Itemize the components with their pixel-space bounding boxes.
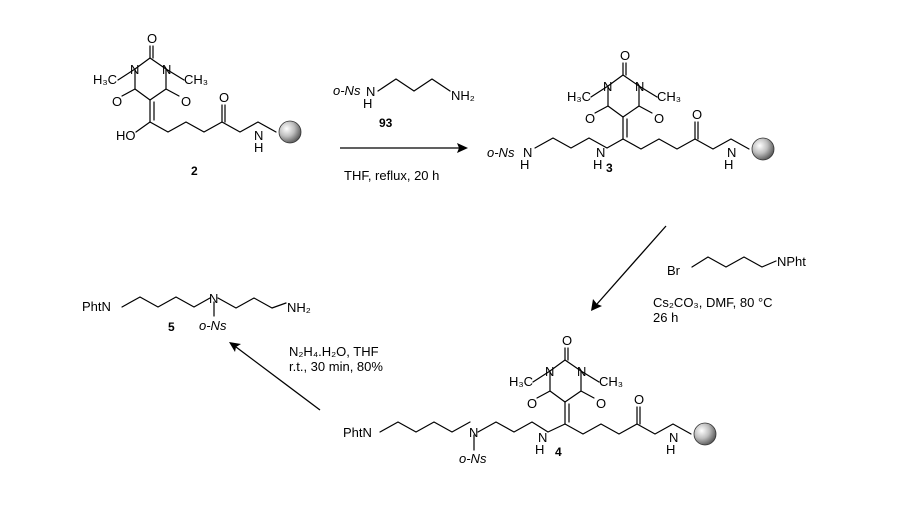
atom-n: N [162, 62, 171, 77]
atom-o: O [527, 396, 537, 411]
atom-h3c: H₃C [567, 89, 591, 104]
atom-n: N [209, 291, 218, 306]
atom-h: H [535, 442, 544, 457]
atom-o: O [562, 333, 572, 348]
atom-o: O [112, 94, 122, 109]
conditions-step-2-line-1: Cs₂CO₃, DMF, 80 °C [653, 295, 773, 310]
atom-n: N [523, 145, 532, 160]
atom-nh2: NH₂ [451, 88, 475, 103]
atom-o: O [634, 392, 644, 407]
atom-ons: o-Ns [459, 451, 487, 466]
atom-h: H [520, 157, 529, 172]
atom-phtn: PhtN [82, 299, 111, 314]
reaction-arrow-3 [229, 342, 321, 411]
atom-n: N [366, 84, 375, 99]
atom-n: N [538, 430, 547, 445]
atom-br: Br [667, 263, 681, 278]
atom-n: N [130, 62, 139, 77]
reaction-arrow-2 [591, 225, 667, 311]
atom-ch3: CH₃ [184, 72, 208, 87]
atom-h3c: H₃C [93, 72, 117, 87]
atom-n: N [669, 430, 678, 445]
atom-n: N [254, 128, 263, 143]
compound-3: O H₃C N N CH₃ O O O o-Ns N H N H N H 3 [487, 48, 775, 175]
reaction-arrow-1 [340, 143, 468, 153]
compound-2-label: 2 [191, 164, 198, 178]
atom-n: N [545, 364, 554, 379]
resin-bead-icon [751, 137, 775, 161]
conditions-step-2-line-2: 26 h [653, 310, 678, 325]
atom-ch3: CH₃ [657, 89, 681, 104]
compound-4: O H₃C N N CH₃ O O O PhtN N o-Ns N H N H … [343, 333, 717, 466]
atom-npht: NPht [777, 254, 806, 269]
atom-h3c: H₃C [509, 374, 533, 389]
atom-ch3: CH₃ [599, 374, 623, 389]
resin-bead-icon [693, 422, 717, 446]
atom-h: H [724, 157, 733, 172]
atom-o: O [585, 111, 595, 126]
conditions-step-1: THF, reflux, 20 h [344, 168, 439, 183]
atom-ons: o-Ns [333, 83, 361, 98]
compound-5: PhtN N NH₂ o-Ns 5 [82, 291, 311, 334]
atom-h: H [363, 96, 372, 111]
compound-5-label: 5 [168, 320, 175, 334]
atom-n: N [727, 145, 736, 160]
atom-n: N [635, 79, 644, 94]
atom-o: O [147, 31, 157, 46]
atom-o: O [654, 111, 664, 126]
resin-bead-icon [278, 120, 302, 144]
atom-ho: HO [116, 128, 136, 143]
reagent-bromobutyl-phthalimide: Br NPht [667, 254, 806, 278]
atom-o: O [219, 90, 229, 105]
atom-h: H [254, 140, 263, 155]
atom-n: N [577, 364, 586, 379]
compound-93-label: 93 [379, 116, 393, 130]
atom-o: O [181, 94, 191, 109]
conditions-step-3-line-1: N₂H₄.H₂O, THF [289, 344, 379, 359]
compound-3-label: 3 [606, 161, 613, 175]
atom-n: N [603, 79, 612, 94]
atom-o: O [596, 396, 606, 411]
atom-o: O [620, 48, 630, 63]
reagent-93: o-Ns N H NH₂ 93 [333, 78, 475, 130]
compound-4-label: 4 [555, 445, 562, 459]
atom-n: N [469, 425, 478, 440]
atom-n: N [596, 145, 605, 160]
compound-2: O H₃C N N CH₃ O O HO O N H 2 [93, 31, 302, 178]
atom-phtn: PhtN [343, 425, 372, 440]
atom-ons: o-Ns [487, 145, 515, 160]
atom-h: H [593, 157, 602, 172]
atom-nh2: NH₂ [287, 300, 311, 315]
atom-h: H [666, 442, 675, 457]
atom-ons: o-Ns [199, 318, 227, 333]
conditions-step-3-line-2: r.t., 30 min, 80% [289, 359, 383, 374]
atom-o: O [692, 107, 702, 122]
